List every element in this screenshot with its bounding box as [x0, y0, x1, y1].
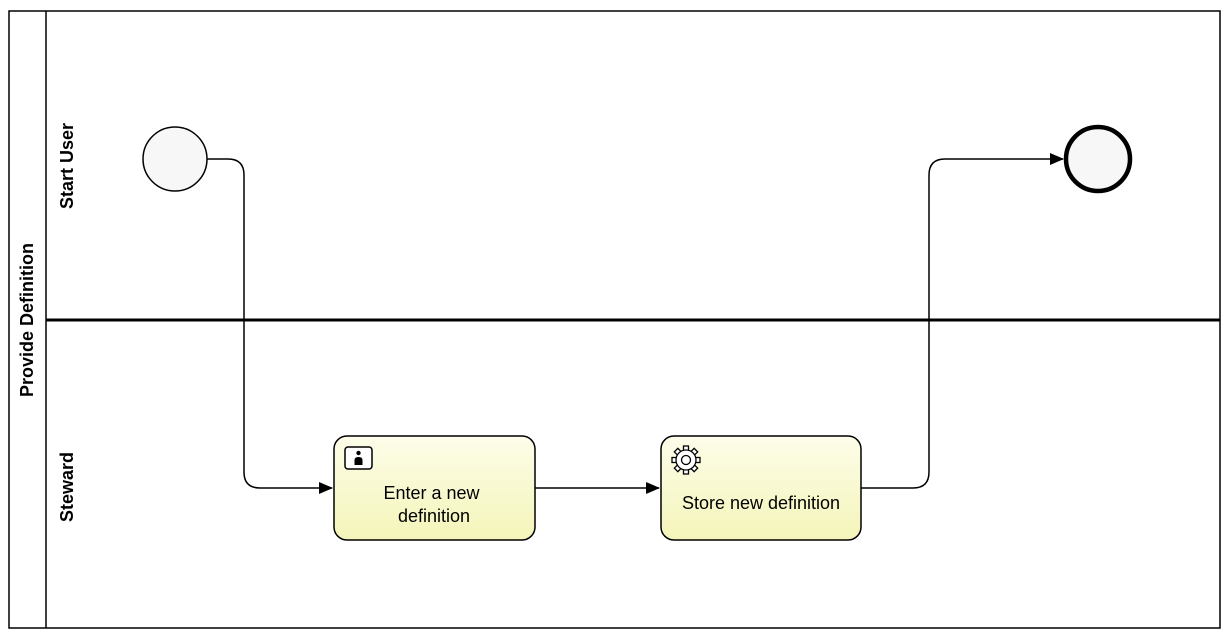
task-box: [660, 435, 862, 541]
flow-store-to-end[interactable]: [861, 153, 1064, 489]
lane-steward[interactable]: Steward: [57, 452, 77, 522]
start-event[interactable]: [142, 126, 208, 192]
pool-label: Provide Definition: [17, 243, 37, 397]
gear-icon: [671, 445, 701, 475]
task-store-new-definition[interactable]: Store new definition: [660, 435, 862, 541]
task-enter-new-definition[interactable]: Enter a new definition: [333, 435, 536, 541]
task-label-line-1: Enter a new: [383, 483, 480, 503]
task-label: Enter a new definition: [383, 483, 484, 526]
lane-label-start-user: Start User: [57, 123, 77, 209]
task-label-line-2: definition: [398, 506, 470, 526]
lane-label-steward: Steward: [57, 452, 77, 522]
end-event[interactable]: [1063, 124, 1133, 194]
task-label: Store new definition: [682, 493, 840, 513]
task-box: [333, 435, 536, 541]
flow-start-to-enter[interactable]: [207, 158, 333, 494]
lane-start-user[interactable]: Start User: [57, 123, 77, 209]
user-icon: [344, 446, 373, 470]
